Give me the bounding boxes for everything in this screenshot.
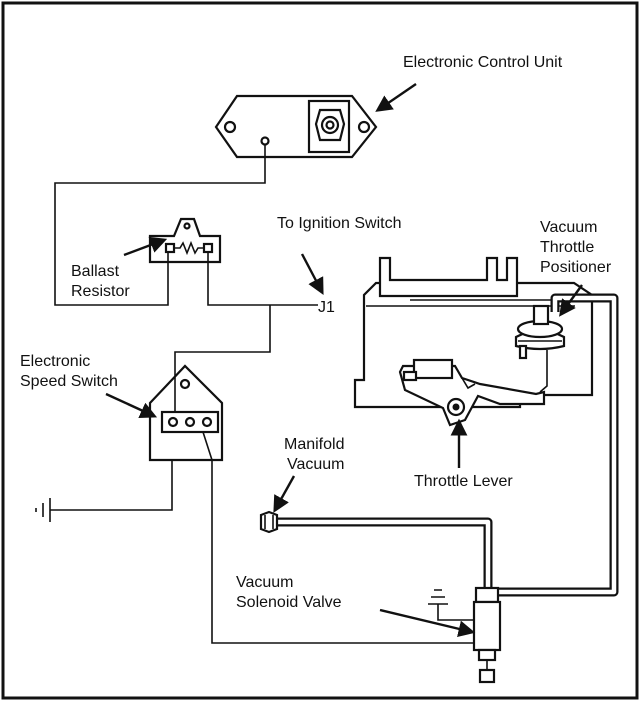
j1-label: J1	[318, 299, 335, 316]
electronic-control-unit	[214, 94, 378, 159]
ballast-arrow	[123, 236, 168, 257]
manifold-arrow	[273, 475, 296, 513]
leader-arrows	[105, 83, 583, 638]
carburetor	[353, 256, 594, 427]
throttle-lever-label: Throttle Lever	[414, 473, 513, 490]
solenoid-arrow	[379, 608, 476, 638]
ignition-switch-label: To Ignition Switch	[277, 215, 402, 232]
vacuum-hoses	[274, 293, 619, 597]
ignition-arrow	[300, 253, 324, 295]
speed-switch-label-line2: Speed Switch	[20, 373, 118, 390]
positioner-label-line3: Positioner	[540, 259, 612, 276]
electronic-speed-switch	[148, 364, 224, 462]
ecu-label: Electronic Control Unit	[403, 54, 563, 71]
solenoid-label-line2: Solenoid Valve	[236, 594, 342, 611]
positioner-label-line2: Throttle	[540, 239, 594, 256]
ballast-resistor	[148, 217, 222, 264]
speed-switch-arrow	[105, 392, 158, 419]
ballast-label-line2: Resistor	[71, 283, 130, 300]
solenoid-label-line1: Vacuum	[236, 574, 294, 591]
manifold-vacuum-fitting	[259, 510, 279, 534]
ecu-arrow	[375, 83, 417, 112]
ballast-label-line1: Ballast	[71, 263, 120, 280]
vacuum-throttle-positioner	[514, 304, 566, 393]
positioner-label-line1: Vacuum	[540, 219, 598, 236]
positioner-arrow	[559, 284, 583, 317]
manifold-label-line1: Manifold	[284, 436, 344, 453]
speed-switch-label-line1: Electronic	[20, 353, 90, 370]
wiring	[35, 145, 478, 644]
manifold-label-line2: Vacuum	[287, 456, 345, 473]
vacuum-solenoid-valve	[428, 586, 502, 684]
